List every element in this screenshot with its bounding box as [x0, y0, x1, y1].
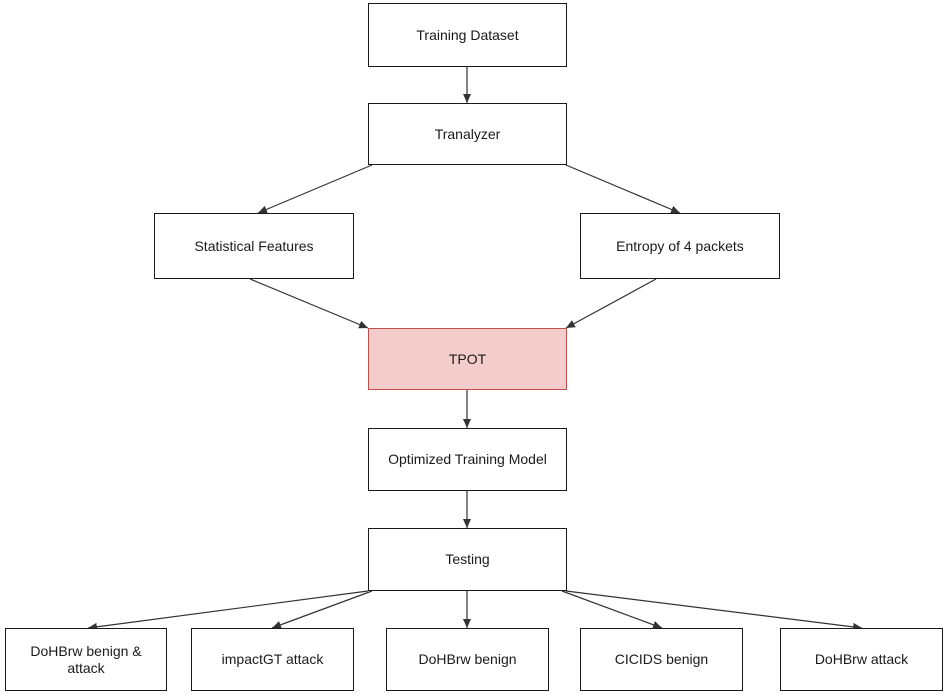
- node-impactgt-attack: impactGT attack: [191, 628, 354, 691]
- arrow-testing-to-impactgt: [271, 590, 373, 629]
- node-testing: Testing: [368, 528, 567, 591]
- node-doh-attack: DoHBrw attack: [780, 628, 943, 691]
- arrow-testing-to-doh-attack: [565, 590, 863, 631]
- node-doh-benign: DoHBrw benign: [386, 628, 549, 691]
- arrow-testing-to-doh-benign-attack: [87, 590, 369, 631]
- arrow-entropy-to-tpot: [565, 278, 657, 329]
- arrow-statistical-to-tpot: [249, 278, 369, 329]
- arrow-tranalyzer-to-statistical: [257, 164, 373, 214]
- node-training-dataset: Training Dataset: [368, 3, 567, 67]
- node-optimized-training-model: Optimized Training Model: [368, 428, 567, 491]
- node-cicids-benign: CICIDS benign: [580, 628, 743, 691]
- node-tranalyzer: Tranalyzer: [368, 103, 567, 165]
- node-entropy: Entropy of 4 packets: [580, 213, 780, 279]
- node-tpot: TPOT: [368, 328, 567, 390]
- node-doh-benign-attack: DoHBrw benign & attack: [5, 628, 167, 691]
- node-statistical-features: Statistical Features: [154, 213, 354, 279]
- arrow-tranalyzer-to-entropy: [565, 164, 681, 214]
- arrow-testing-to-cicids: [561, 590, 663, 629]
